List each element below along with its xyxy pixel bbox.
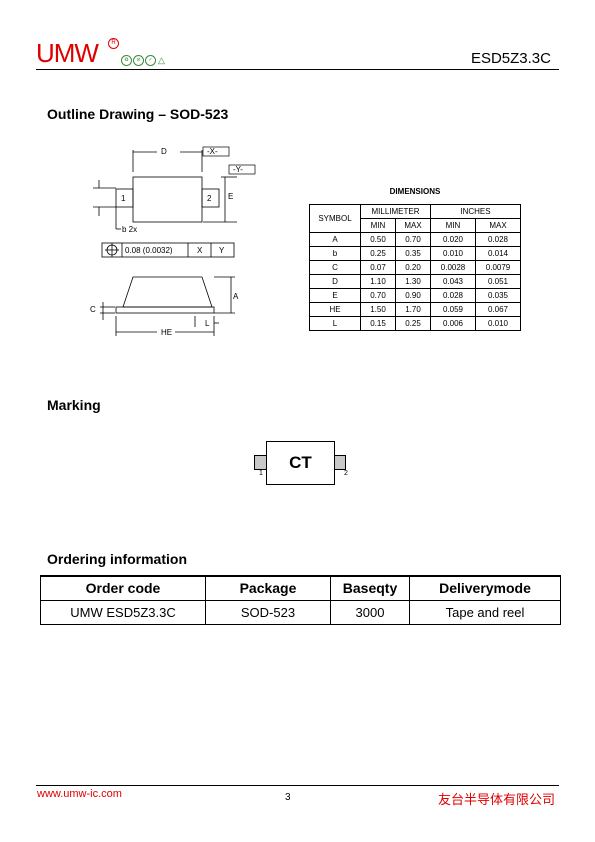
outline-section-title: Outline Drawing – SOD-523 xyxy=(47,106,229,122)
page-number: 3 xyxy=(285,792,291,803)
green-cert-icon: ✓ xyxy=(145,55,156,66)
marking-section-title: Marking xyxy=(47,397,101,413)
dimensions-title: DIMENSIONS xyxy=(389,187,441,196)
header-rule xyxy=(36,69,559,70)
ordering-table: Order code Package Baseqty Deliverymode … xyxy=(40,575,561,625)
leads-side-view xyxy=(115,306,215,314)
marking-pin1: 1 xyxy=(259,470,263,477)
label-tol-X: X xyxy=(197,246,203,255)
registered-mark: R xyxy=(108,38,119,49)
order-code-header: Order code xyxy=(40,576,206,600)
label-HE: HE xyxy=(161,328,172,337)
inches-header: INCHES xyxy=(430,204,521,219)
baseqty-cell: 3000 xyxy=(330,600,410,624)
deliverymode-header: Deliverymode xyxy=(409,576,561,600)
lead-1 xyxy=(115,188,134,208)
mm-max-header: MAX xyxy=(395,218,431,233)
package-cell: SOD-523 xyxy=(205,600,331,624)
table-row: UMW ESD5Z3.3C SOD-523 3000 Tape and reel xyxy=(40,600,561,624)
dimensions-table: SYMBOL MILLIMETER INCHES MIN MAX MIN MAX… xyxy=(309,204,521,331)
footer-company-name: 友台半导体有限公司 xyxy=(438,793,556,808)
outline-drawing: D -X- -Y- E 1 2 b 2x 0.08 (0.0032) X Y A… xyxy=(90,146,256,337)
label-L: L xyxy=(205,319,210,328)
ordering-section-title: Ordering information xyxy=(47,551,187,567)
marking-pin2: 2 xyxy=(344,470,348,477)
halogen-free-cert-icon: ⊘ xyxy=(133,55,144,66)
marking-code: CT xyxy=(266,441,335,485)
part-number: ESD5Z3.3C xyxy=(470,50,551,67)
label-tol-Y: Y xyxy=(219,246,225,255)
label-A: A xyxy=(233,292,239,301)
footer-rule xyxy=(36,785,559,786)
rohs-cert-icon: ♻ xyxy=(121,55,132,66)
label-b2x: b 2x xyxy=(122,225,137,234)
label-D: D xyxy=(161,147,167,156)
footer-website-link[interactable]: www.umw-ic.com xyxy=(37,788,122,800)
in-max-header: MAX xyxy=(475,218,521,233)
label-Y: -Y- xyxy=(233,165,243,174)
lead-2 xyxy=(201,188,220,208)
package-header: Package xyxy=(205,576,331,600)
label-pin2: 2 xyxy=(207,194,212,203)
label-X: -X- xyxy=(207,147,218,156)
brand-logo: UMW xyxy=(36,38,99,68)
body-side-view xyxy=(122,276,213,308)
label-C: C xyxy=(90,305,96,314)
mm-min-header: MIN xyxy=(360,218,396,233)
body-top-view xyxy=(132,176,203,223)
label-pin1: 1 xyxy=(121,194,126,203)
label-tolerance: 0.08 (0.0032) xyxy=(125,246,173,255)
deliverymode-cell: Tape and reel xyxy=(409,600,561,624)
symbol-header: SYMBOL xyxy=(309,204,361,233)
esd-warning-icon: △ xyxy=(158,55,165,65)
label-E: E xyxy=(228,192,233,201)
millimeter-header: MILLIMETER xyxy=(360,204,431,219)
in-min-header: MIN xyxy=(430,218,476,233)
baseqty-header: Baseqty xyxy=(330,576,410,600)
order-code-cell: UMW ESD5Z3.3C xyxy=(40,600,206,624)
